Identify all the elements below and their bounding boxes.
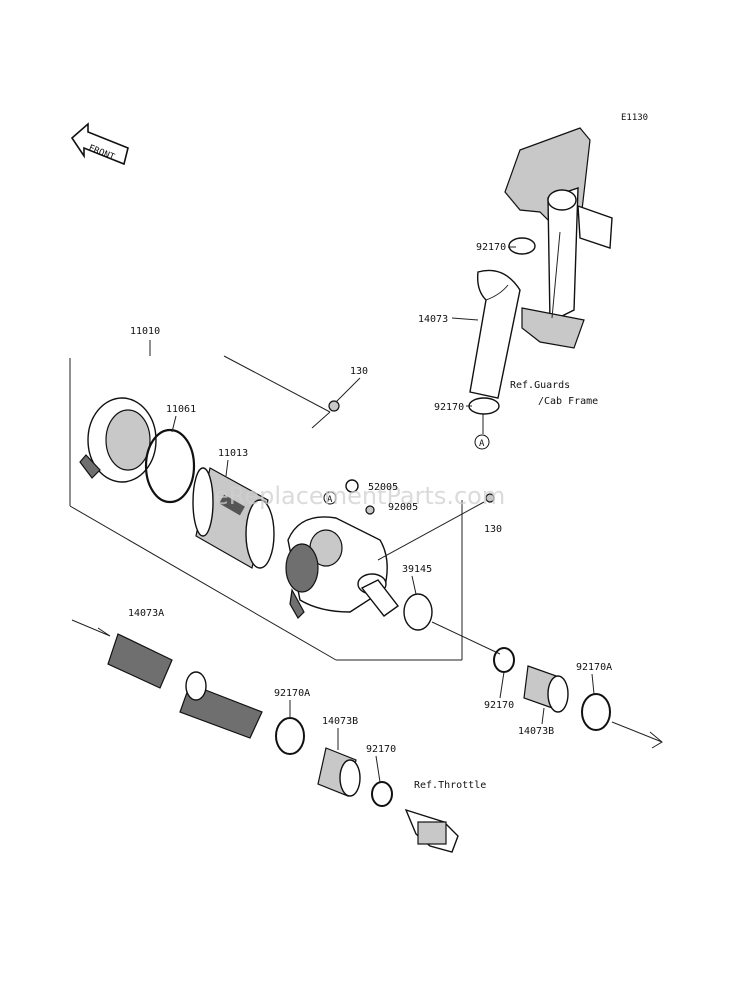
air-box-housing-drawing xyxy=(285,516,399,619)
label-92005: 92005 xyxy=(388,502,418,513)
clamp-92170-bottom-drawing xyxy=(371,781,393,807)
clamp-92170-right-drawing xyxy=(493,647,515,673)
label-11013: 11013 xyxy=(218,448,248,459)
label-92170A-right: 92170A xyxy=(576,662,612,673)
label-92170-top: 92170 xyxy=(476,242,506,253)
throttle-body-drawing xyxy=(404,808,459,853)
element-11013-drawing xyxy=(192,467,275,569)
label-11010: 11010 xyxy=(130,326,160,337)
seal-39145-drawing xyxy=(403,593,433,631)
label-92170-mid: 92170 xyxy=(434,402,464,413)
clamp-92170-top-drawing xyxy=(508,237,536,255)
cap-52005-drawing xyxy=(345,479,359,493)
label-130-top: 130 xyxy=(350,366,368,377)
label-92170-bottom: 92170 xyxy=(366,744,396,755)
ref-guards-line2: /Cab Frame xyxy=(538,396,598,407)
label-92170A-left: 92170A xyxy=(274,688,310,699)
label-52005: 52005 xyxy=(368,482,398,493)
label-14073A: 14073A xyxy=(128,608,164,619)
ref-throttle-label: Ref.Throttle xyxy=(414,780,486,791)
duct-14073B-right-drawing xyxy=(523,665,569,713)
o-ring-11061-drawing xyxy=(144,428,196,504)
clamp-92170A-left-drawing xyxy=(275,717,305,755)
label-14073B-left: 14073B xyxy=(322,716,358,727)
bolt-130-right-drawing xyxy=(485,493,495,503)
watermark: eReplacementParts.com xyxy=(214,482,505,510)
front-arrow-icon: FRONT xyxy=(70,122,129,166)
label-130-right: 130 xyxy=(484,524,502,535)
label-39145: 39145 xyxy=(402,564,432,575)
marker-a-mid: A xyxy=(323,491,337,505)
marker-a-top: A xyxy=(474,414,490,450)
cover-drawing xyxy=(79,397,157,483)
label-92170-right: 92170 xyxy=(484,700,514,711)
label-14073B-right: 14073B xyxy=(518,726,554,737)
label-14073: 14073 xyxy=(418,314,448,325)
label-11061: 11061 xyxy=(166,404,196,415)
duct-14073B-left-drawing xyxy=(317,747,361,797)
assembly-bracket-lines xyxy=(69,340,463,661)
svg-text:A: A xyxy=(479,439,485,449)
hose-14073-drawing xyxy=(469,269,521,399)
bolt-130-top-drawing xyxy=(328,400,340,412)
clamp-92170-mid-drawing xyxy=(468,397,500,415)
ref-guards-line1: Ref.Guards xyxy=(510,380,570,391)
diagram-code: E1130 xyxy=(621,113,648,123)
clamp-92170A-right-drawing xyxy=(581,693,611,731)
svg-text:A: A xyxy=(327,495,333,505)
ring-92005-drawing xyxy=(365,505,375,515)
bellows-14073A-drawing xyxy=(71,619,263,739)
cab-frame-drawing xyxy=(504,127,613,349)
